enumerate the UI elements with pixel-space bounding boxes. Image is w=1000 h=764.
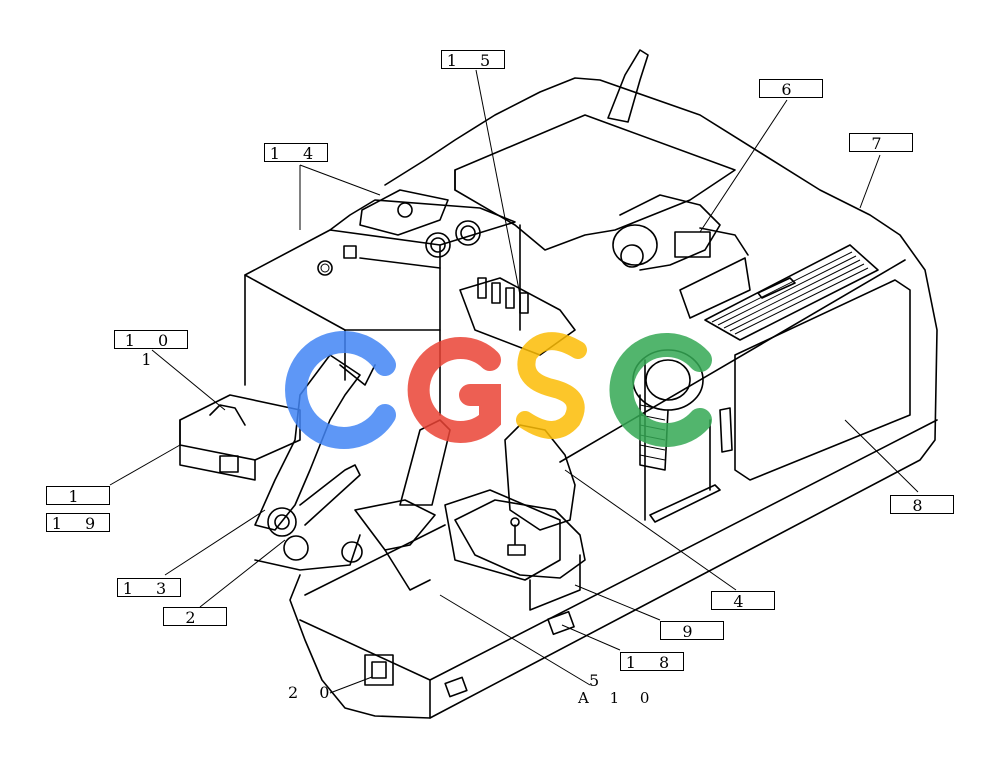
watermark-letter-c1 <box>285 331 396 449</box>
injection-pump <box>459 277 576 356</box>
leader-lines <box>109 69 919 694</box>
watermark-letter-c2 <box>609 333 712 447</box>
callout-20[interactable]: 2 0 <box>288 683 338 702</box>
callout-5[interactable]: 5 <box>589 671 608 690</box>
callout-1[interactable]: 1 <box>46 486 110 506</box>
callout-101[interactable]: 1 0 1 <box>114 330 188 369</box>
callout-14[interactable]: 1 4 <box>264 143 328 163</box>
callout-18[interactable]: 1 8 <box>620 652 684 672</box>
engine-hood <box>454 114 736 251</box>
boom-arm <box>254 354 361 531</box>
radiator-grille <box>704 244 879 341</box>
callout-7[interactable]: 7 <box>849 133 913 153</box>
callout-6[interactable]: 6 <box>759 79 823 99</box>
callout-9[interactable]: 9 <box>660 621 724 641</box>
side-panel <box>734 279 911 481</box>
label-a10: A 1 0 <box>578 689 658 707</box>
callout-2[interactable]: 2 <box>163 607 227 627</box>
tank <box>244 229 441 331</box>
callout-13[interactable]: 1 3 <box>117 578 181 598</box>
callout-15[interactable]: 1 5 <box>441 50 505 70</box>
body-outline <box>289 77 938 719</box>
callout-19[interactable]: 1 9 <box>46 513 110 533</box>
callout-8[interactable]: 8 <box>890 495 954 515</box>
callout-4[interactable]: 4 <box>711 591 775 611</box>
watermark-letter-g <box>407 337 501 443</box>
watermark-letter-s <box>516 332 587 439</box>
